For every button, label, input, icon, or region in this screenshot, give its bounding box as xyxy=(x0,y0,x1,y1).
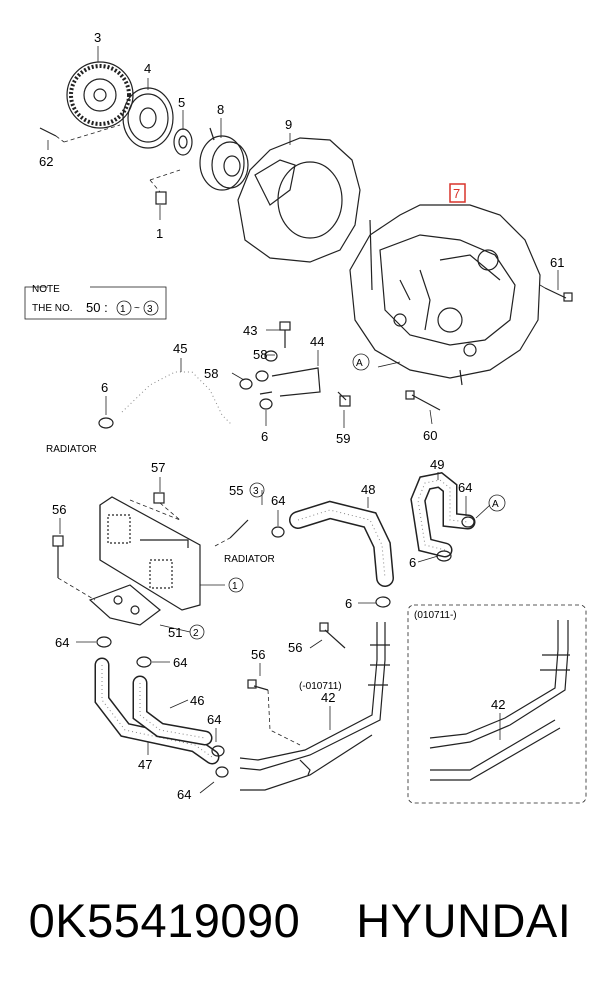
bolt-43 xyxy=(279,321,291,348)
callout-59: 59 xyxy=(336,431,350,446)
callout-58-upper: 58 xyxy=(253,347,267,362)
marker-a-2: A xyxy=(492,499,499,510)
pipe-44 xyxy=(259,367,321,397)
callout-55: 55 xyxy=(229,483,243,498)
leader-lines xyxy=(47,46,559,794)
note-sep: ~ xyxy=(134,303,140,314)
callout-55-sub: 3 xyxy=(253,486,259,497)
callout-64-bottom: 64 xyxy=(177,787,191,802)
clamp-6a xyxy=(98,417,114,429)
range-after-label: (010711-) xyxy=(414,610,457,621)
drive-plate xyxy=(122,87,174,149)
callout-56-left: 56 xyxy=(52,502,66,517)
bolt-1 xyxy=(149,169,181,205)
bolt-57 xyxy=(153,492,181,521)
part-number: 0K55419090 xyxy=(28,893,301,947)
bolt-56-mid xyxy=(319,622,346,649)
clamp-6b xyxy=(259,398,273,410)
callout-6-radiator: 6 xyxy=(101,380,108,395)
callout-62: 62 xyxy=(39,154,53,169)
torque-converter xyxy=(199,127,249,191)
callout-47: 47 xyxy=(138,757,152,772)
bracket-51 xyxy=(88,584,161,626)
clamps-64 xyxy=(96,516,475,778)
labels: RADIATOR RADIATOR (-010711) (010711-) A … xyxy=(46,353,506,692)
callout-1: 1 xyxy=(156,226,163,241)
transaxle-assembly xyxy=(349,204,541,386)
variant-box xyxy=(407,604,587,804)
marker-a-1: A xyxy=(356,358,363,369)
callout-44: 44 xyxy=(310,334,324,349)
brand-name: HYUNDAI xyxy=(356,893,572,947)
callout-42-early: 42 xyxy=(321,690,335,705)
note-to: 3 xyxy=(147,304,153,315)
callout-5: 5 xyxy=(178,95,185,110)
callout-64-left: 64 xyxy=(55,635,69,650)
callout-64-hose49: 64 xyxy=(458,480,472,495)
callout-56-mid: 56 xyxy=(288,640,302,655)
note-from: 1 xyxy=(120,304,126,315)
callout-64-lower: 64 xyxy=(207,712,221,727)
callout-43: 43 xyxy=(243,323,257,338)
adapter-plate xyxy=(173,128,193,156)
callout-51-sub: 2 xyxy=(193,628,199,639)
callout-46: 46 xyxy=(190,693,204,708)
callout-4: 4 xyxy=(144,61,151,76)
hose-46 xyxy=(132,675,213,746)
note-title: NOTE xyxy=(32,284,60,295)
hose-49 xyxy=(410,471,476,558)
note-value: 50 : xyxy=(86,300,108,315)
callout-6-hose48: 6 xyxy=(345,596,352,611)
callout-61: 61 xyxy=(550,255,564,270)
callout-58-lower: 58 xyxy=(204,366,218,381)
callout-57: 57 xyxy=(151,460,165,475)
footer: 0K55419090 HYUNDAI xyxy=(0,880,600,960)
callout-7: 7 xyxy=(453,186,460,201)
oil-cooler xyxy=(99,496,201,611)
radiator-label-1: RADIATOR xyxy=(46,444,97,455)
callout-42-late: 42 xyxy=(491,697,505,712)
bolt-56-left xyxy=(52,535,96,601)
flywheel xyxy=(66,61,134,129)
clip-58 xyxy=(239,350,278,390)
bolt-61 xyxy=(539,284,573,302)
callout-9: 9 xyxy=(285,117,292,132)
callout-49: 49 xyxy=(430,457,444,472)
callout-8: 8 xyxy=(217,102,224,117)
hose-45 xyxy=(115,365,239,432)
note-box: NOTE THE NO. 50 : 1 ~ 3 xyxy=(24,280,167,320)
note-prefix: THE NO. xyxy=(32,303,73,314)
callout-56-low: 56 xyxy=(251,647,265,662)
bolt-56-low xyxy=(247,679,301,746)
callout-3: 3 xyxy=(94,30,101,45)
callouts: 3 4 5 8 9 62 1 7 61 43 44 45 58 58 6 6 5… xyxy=(39,30,564,802)
bolt-62 xyxy=(39,124,121,143)
bolt-55 xyxy=(214,519,249,547)
oil-pipe-42-early xyxy=(239,622,390,791)
callout-60: 60 xyxy=(423,428,437,443)
hose-48 xyxy=(289,500,394,587)
converter-housing xyxy=(237,137,361,263)
hose-47 xyxy=(94,657,220,765)
callout-64-mid: 64 xyxy=(173,655,187,670)
callout-1-cooler: 1 xyxy=(232,581,238,592)
callout-51: 51 xyxy=(168,625,182,640)
bolt-60 xyxy=(405,390,441,425)
radiator-label-2: RADIATOR xyxy=(224,554,275,565)
parts-diagram: NOTE THE NO. 50 : 1 ~ 3 3 4 5 8 9 62 1 7… xyxy=(24,30,587,804)
callout-64-radiator: 64 xyxy=(271,493,285,508)
callout-45: 45 xyxy=(173,341,187,356)
callout-6-pipe: 6 xyxy=(261,429,268,444)
callout-6-hose49: 6 xyxy=(409,555,416,570)
highlight-box xyxy=(449,183,466,203)
bolt-59 xyxy=(337,391,351,407)
callout-48: 48 xyxy=(361,482,375,497)
range-before-label: (-010711) xyxy=(299,681,342,692)
